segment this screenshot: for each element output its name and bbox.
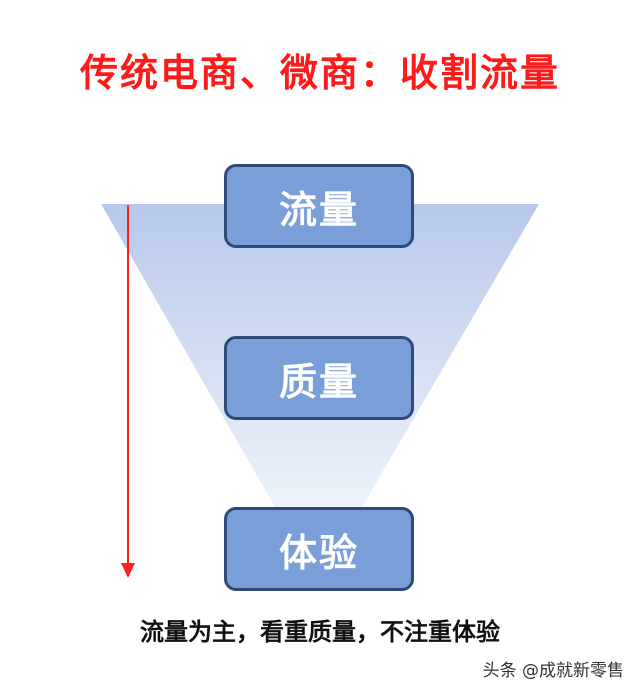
stage-traffic-label: 流量 bbox=[278, 187, 359, 232]
diagram-title: 传统电商、微商：收割流量 bbox=[79, 51, 560, 95]
watermark-text: 头条 @成就新零售 bbox=[482, 661, 624, 681]
downward-arrow-head bbox=[121, 563, 135, 578]
stage-experience-label: 体验 bbox=[278, 530, 359, 575]
stage-quality-box: 质量 bbox=[224, 336, 414, 420]
stage-experience-box: 体验 bbox=[224, 507, 414, 591]
stage-traffic-box: 流量 bbox=[224, 164, 414, 248]
stage-quality-label: 质量 bbox=[278, 359, 359, 404]
diagram-caption: 流量为主，看重质量，不注重体验 bbox=[140, 618, 500, 646]
